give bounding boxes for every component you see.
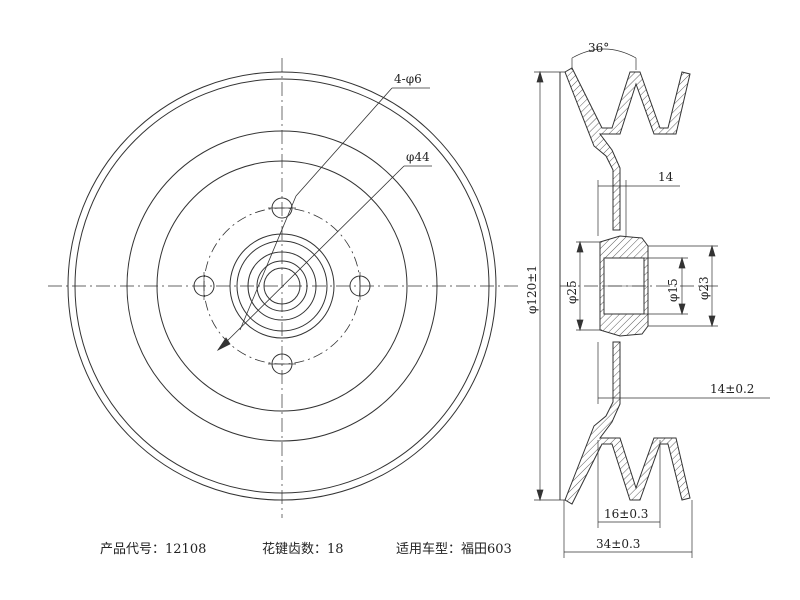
front-view	[48, 58, 520, 518]
dim-dia-23: φ23	[697, 276, 711, 300]
dim-holes: 4-φ6	[394, 72, 422, 86]
section-view	[559, 67, 720, 505]
dim-dia-25: φ25	[565, 280, 579, 304]
dim-hub-offset: 14±0.2	[710, 382, 754, 396]
leader-holes	[239, 87, 430, 331]
lower-groove-section	[564, 341, 691, 505]
front-centerlines	[48, 58, 520, 518]
vehicle-model: 适用车型：福田603	[396, 542, 512, 557]
dim-pcd: φ44	[406, 150, 430, 164]
spline-teeth: 花键齿数：18	[262, 542, 344, 557]
dim-dia-15: φ15	[666, 278, 680, 302]
leader-pcd	[216, 165, 432, 352]
product-code: 产品代号：12108	[100, 542, 207, 557]
section-dimensions	[534, 48, 770, 558]
upper-groove-section	[564, 67, 691, 231]
dim-outer-dia: φ120±1	[525, 265, 539, 314]
dim-angle: 36°	[588, 41, 609, 55]
dim-total-width: 34±0.3	[596, 537, 640, 551]
dim-width-14: 14	[658, 170, 674, 184]
dim-groove-pitch: 16±0.3	[604, 507, 648, 521]
